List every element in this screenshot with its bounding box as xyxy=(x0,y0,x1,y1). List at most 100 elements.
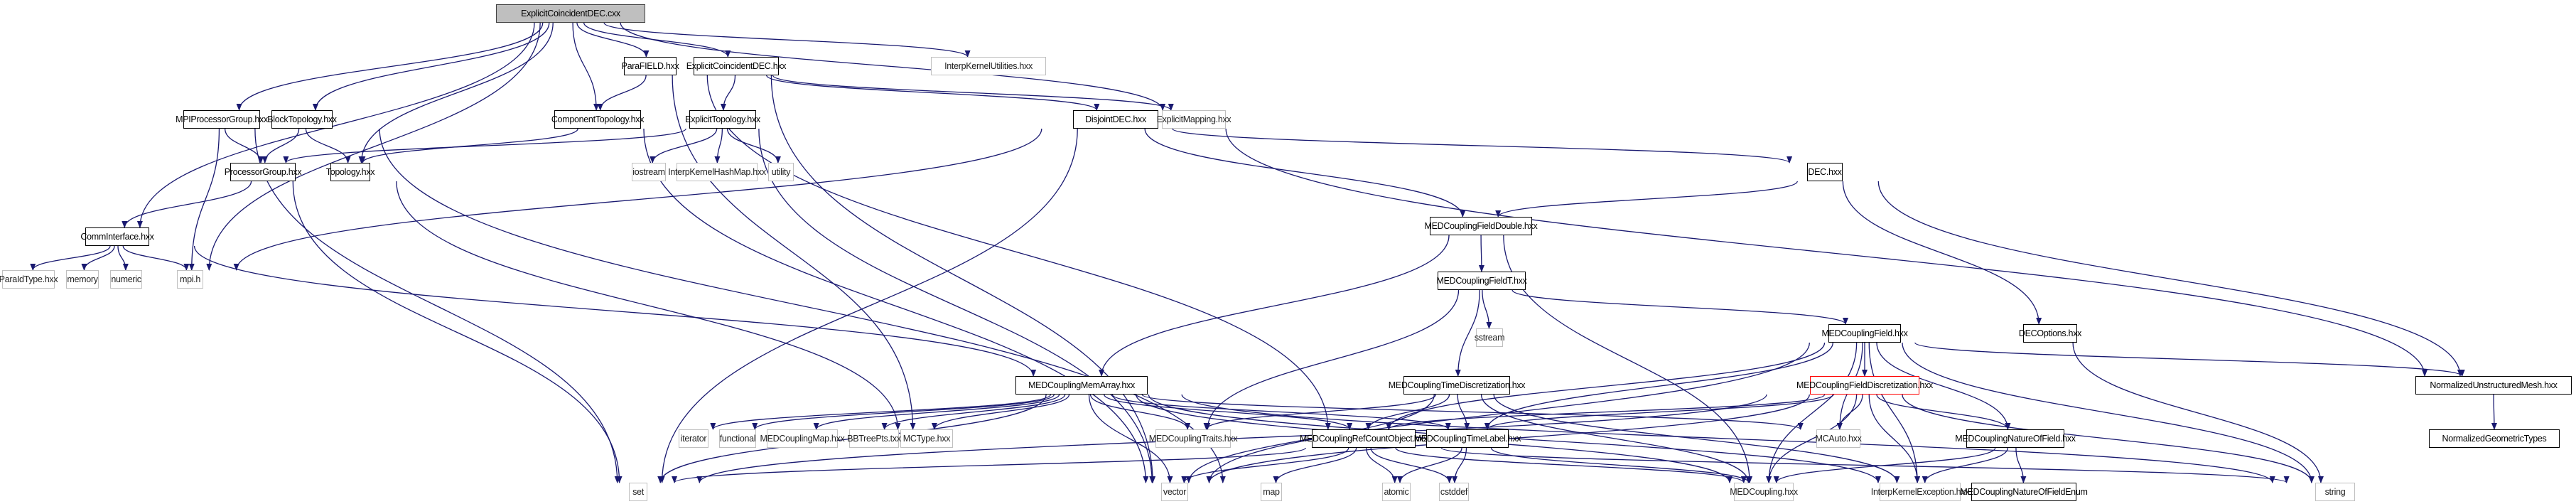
node-parafield[interactable]: ParaFIELD.hxx xyxy=(622,57,679,75)
edge-parafield-to-componenttopology xyxy=(597,75,647,111)
node-decoptions[interactable]: DECOptions.hxx xyxy=(2019,324,2081,343)
node-root[interactable]: ExplicitCoincidentDEC.cxx xyxy=(496,4,645,23)
node-explicittopology[interactable]: ExplicitTopology.hxx xyxy=(685,110,760,129)
node-processorgroup[interactable]: ProcessorGroup.hxx xyxy=(225,163,302,181)
edge-parafield-to-mctype xyxy=(672,75,916,430)
edge-parafield-to-medcouplingrefcountobject xyxy=(706,75,1331,430)
edge-explicittopology-to-utility xyxy=(726,128,781,163)
edge-dec-to-normalizedunstructuredmesh xyxy=(1877,181,2463,377)
edge-medcouplingfielddiscretization-to-medcoupling xyxy=(1766,394,1858,483)
edge-medcouplingmemarray-to-bbtreepts xyxy=(881,394,1066,430)
edge-medcouplingfield-to-medcouplingrefcountobject xyxy=(1386,342,1826,430)
edge-medcouplingnatureoffield-to-medcouplingnatureoffieldenum xyxy=(2015,447,2027,483)
node-medcouplingnatureoffieldenum[interactable]: MEDCouplingNatureOfFieldEnum xyxy=(1960,483,2088,501)
node-medcouplingfieldt[interactable]: MEDCouplingFieldT.hxx xyxy=(1436,272,1527,290)
edge-medcouplingfield-to-normalizedunstructuredmesh xyxy=(1914,342,2465,377)
edge-dec-to-decoptions xyxy=(1842,181,2042,325)
edge-topology-to-mctype xyxy=(396,181,901,430)
node-componenttopology[interactable]: ComponentTopology.hxx xyxy=(551,110,644,129)
edge-medcouplingmemarray-to-mctype xyxy=(931,394,1070,430)
node-medcouplingmemarray[interactable]: MEDCouplingMemArray.hxx xyxy=(1015,376,1148,395)
edge-root-to-explicitmapping xyxy=(620,22,1166,111)
edge-medcouplingtimelabel-to-atomic xyxy=(1397,447,1462,483)
edge-explicitcoincidentdec_h-to-explicittopology xyxy=(720,75,736,111)
node-disjointdec[interactable]: DisjointDEC.hxx xyxy=(1073,110,1158,129)
edge-medcouplingmemarray-to-medcouplingmap xyxy=(813,394,1060,430)
node-medcouplingfielddouble[interactable]: MEDCouplingFieldDouble.hxx xyxy=(1425,217,1538,235)
edge-explicittopology-to-interpkernelhashmap xyxy=(714,128,723,163)
node-medcouplingnatureoffield[interactable]: MEDCouplingNatureOfField.hxx xyxy=(1955,429,2076,448)
edge-medcouplingfield-to-interpkernelexception xyxy=(1868,342,1921,483)
edge-decoptions-to-string xyxy=(2072,342,2324,483)
edge-disjointdec-to-medcouplingfielddouble xyxy=(1144,128,1466,218)
edge-componenttopology-to-topology xyxy=(360,128,578,163)
node-bbtreepts: BBTreePts.txx xyxy=(847,429,901,448)
edge-medcouplingfielddouble-to-medcouplingmemarray xyxy=(1099,235,1450,377)
node-mpi: mpi.h xyxy=(177,270,203,289)
node-medcouplingrefcountobject[interactable]: MEDCouplingRefCountObject.hxx xyxy=(1300,429,1428,448)
edge-comminterface-to-memory xyxy=(81,245,115,271)
edge-root-to-topology xyxy=(358,22,554,163)
edge-medcouplingrefcountobject-to-medcoupling xyxy=(1395,447,1747,483)
edge-medcouplingtimediscretization-to-medcouplingrefcountobject xyxy=(1365,394,1450,430)
edge-medcouplingfield-to-string xyxy=(1902,342,2314,483)
node-comminterface[interactable]: CommInterface.hxx xyxy=(80,227,154,246)
node-topology[interactable]: Topology.hxx xyxy=(326,163,375,181)
edge-medcouplingrefcountobject-to-map xyxy=(1273,447,1357,483)
node-iterator: iterator xyxy=(679,429,708,448)
edge-explicittopology-to-processorgroup xyxy=(283,128,686,163)
edge-medcouplingfielddiscretization-to-medcouplingnatureoffield xyxy=(1876,394,2011,430)
edge-medcouplingrefcountobject-to-string xyxy=(1440,447,2290,483)
edge-medcouplingfielddouble-to-medcouplingfieldt xyxy=(1478,235,1484,272)
node-dec[interactable]: DEC.hxx xyxy=(1807,163,1843,181)
edge-comminterface-to-medcouplingmemarray xyxy=(193,245,1037,377)
edge-medcouplingfield-to-medcouplingnatureoffield xyxy=(1876,342,2011,430)
node-explicitcoincidentdec_h[interactable]: ExplicitCoincidentDEC.hxx xyxy=(686,57,787,75)
edge-medcouplingfieldt-to-medcouplingfield xyxy=(1511,289,1848,325)
edge-medcouplingmemarray-to-iterator xyxy=(710,394,1051,430)
node-mctype: MCType.hxx xyxy=(900,429,953,448)
edge-medcouplingmemarray-to-medcouplingtimelabel xyxy=(1111,394,1451,430)
edge-disjointdec-to-set xyxy=(659,128,1078,483)
node-vector: vector xyxy=(1161,483,1188,501)
edge-medcouplingmemarray-to-medcouplingrefcountobject xyxy=(1104,394,1353,430)
node-iostream: iostream xyxy=(632,163,666,181)
edge-disjointdec-to-dec xyxy=(1172,128,1792,163)
node-mpiprocessorgroup[interactable]: MPIProcessorGroup.hxx xyxy=(176,110,268,129)
node-paraidtype: ParaIdType.hxx xyxy=(0,270,58,289)
node-functional: functional xyxy=(719,429,756,448)
edge-medcouplingfielddiscretization-to-interpkernelexception xyxy=(1868,394,1921,483)
node-medcouplingfield[interactable]: MEDCouplingField.hxx xyxy=(1821,324,1908,343)
edge-medcouplingrefcountobject-to-cstddef xyxy=(1370,447,1453,483)
node-medcouplingfielddiscretization[interactable]: MEDCouplingFieldDiscretization.hxx xyxy=(1796,376,1933,395)
node-numeric: numeric xyxy=(110,270,142,289)
edge-blocktopology-to-map xyxy=(379,128,1226,483)
node-medcouplingtimediscretization[interactable]: MEDCouplingTimeDiscretization.hxx xyxy=(1389,376,1526,395)
edge-explicittopology-to-vector xyxy=(758,128,1155,483)
edge-dec-to-medcouplingfielddouble xyxy=(1495,181,1798,218)
node-string: string xyxy=(2315,483,2355,501)
edge-root-to-explicitcoincidentdec_h xyxy=(583,22,731,58)
edge-medcouplingmemarray-to-medcouplingtraits xyxy=(1089,394,1191,430)
node-normalizedgeometrictypes[interactable]: NormalizedGeometricTypes xyxy=(2429,429,2560,448)
edge-root-to-parafield xyxy=(576,22,650,58)
node-blocktopology[interactable]: BlockTopology.hxx xyxy=(267,110,337,129)
node-map: map xyxy=(1261,483,1282,501)
edge-blocktopology-to-processorgroup xyxy=(262,128,300,163)
node-explicitmapping: ExplicitMapping.hxx xyxy=(1157,110,1232,129)
edge-medcouplingtimediscretization-to-vector xyxy=(1185,394,1435,483)
edge-root-to-comminterface xyxy=(136,22,535,228)
edge-mpiprocessorgroup-to-processorgroup xyxy=(224,128,264,163)
node-atomic: atomic xyxy=(1382,483,1411,501)
node-medcouplingtimelabel[interactable]: MEDCouplingTimeLabel.hxx xyxy=(1414,429,1521,448)
edge-medcouplingfieldt-to-medcouplingtimediscretization xyxy=(1455,289,1480,377)
edge-medcouplingfielddiscretization-to-string xyxy=(1902,394,2314,483)
edge-medcouplingnatureoffield-to-medcoupling xyxy=(1773,447,1996,483)
node-set: set xyxy=(629,483,647,501)
edge-root-to-mpiprocessorgroup xyxy=(236,22,544,111)
node-normalizedunstructuredmesh[interactable]: NormalizedUnstructuredMesh.hxx xyxy=(2415,376,2572,395)
edge-medcouplingtimediscretization-to-medcoupling xyxy=(1480,394,1752,483)
edge-medcouplingrefcountobject-to-atomic xyxy=(1366,447,1398,483)
node-mcauto: MCAuto.hxx xyxy=(1815,429,1862,448)
